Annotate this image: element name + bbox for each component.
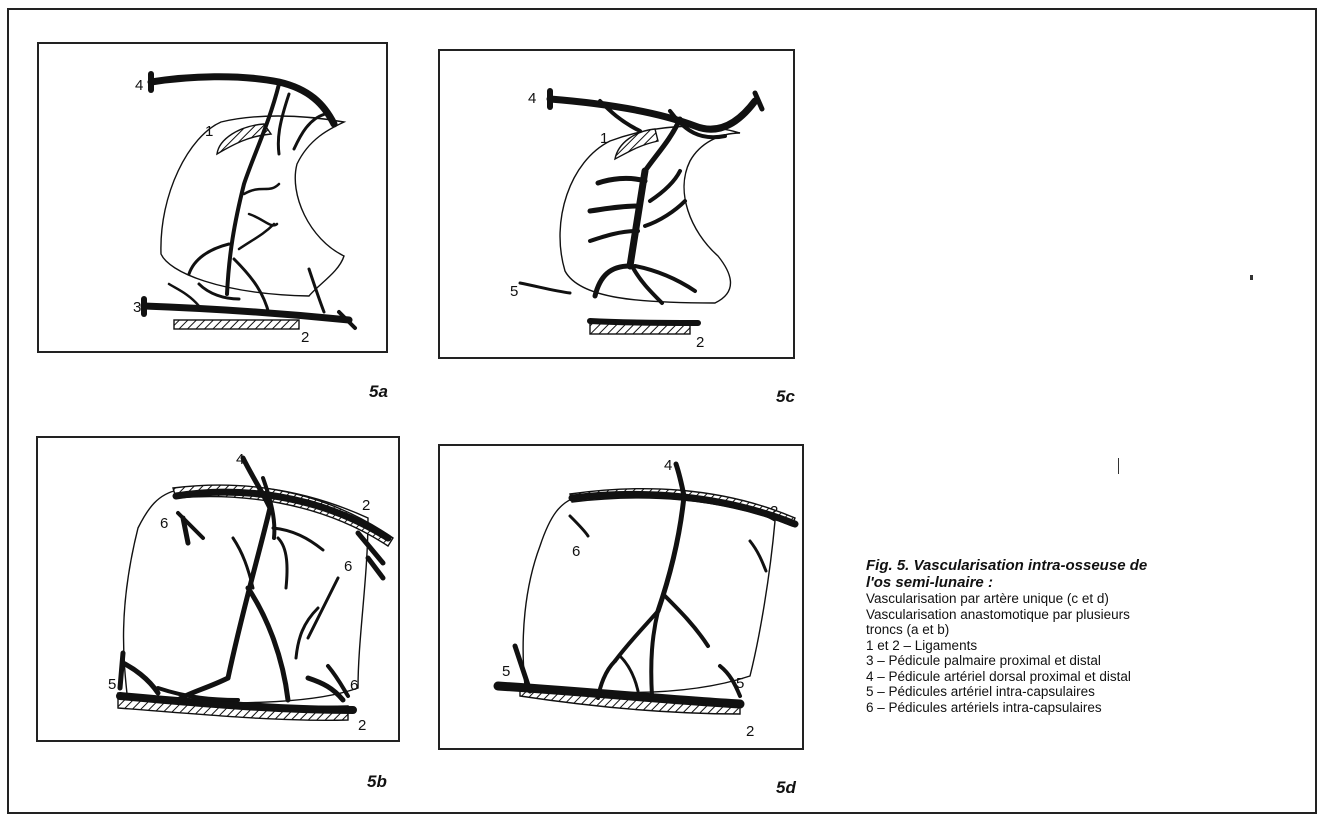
caption-line: 6 – Pédicules artériels intra-capsulaire… [866, 700, 1306, 716]
caption-line: 1 et 2 – Ligaments [866, 638, 1306, 654]
number-label: 2 [696, 334, 704, 351]
scan-speck [1118, 458, 1119, 474]
panel-label-5c: 5c [776, 387, 795, 407]
panel-label-5b: 5b [367, 772, 387, 792]
caption-line: 4 – Pédicule artériel dorsal proximal et… [866, 669, 1306, 685]
number-label: 5 [510, 283, 518, 300]
number-label: 2 [358, 717, 366, 734]
number-label: 4 [135, 77, 143, 94]
number-label: 1 [205, 123, 213, 140]
number-label: 2 [770, 503, 778, 520]
number-label: 5 [736, 675, 744, 692]
number-label: 5 [108, 676, 116, 693]
figure-caption: Fig. 5. Vascularisation intra-osseuse de… [866, 557, 1306, 715]
number-label: 6 [160, 515, 168, 532]
panel-5c: 4 1 5 2 [438, 49, 795, 359]
caption-line: 5 – Pédicules artériel intra-capsulaires [866, 684, 1306, 700]
number-label: 2 [301, 329, 309, 346]
panel-label-5d: 5d [776, 778, 796, 798]
panel-5d: 4 2 6 5 5 2 [438, 444, 804, 750]
number-label: 6 [572, 543, 580, 560]
number-label: 4 [236, 451, 244, 468]
number-label: 4 [528, 90, 536, 107]
number-label: 4 [664, 457, 672, 474]
number-label: 1 [600, 130, 608, 147]
panel-label-5a: 5a [369, 382, 388, 402]
number-label: 5 [502, 663, 510, 680]
caption-title-line-2: l'os semi-lunaire : [866, 574, 1306, 591]
number-label: 6 [350, 677, 358, 694]
panel-5a: 4 1 3 2 [37, 42, 388, 353]
number-label: 3 [133, 299, 141, 316]
caption-title-line-1: Fig. 5. Vascularisation intra-osseuse de [866, 557, 1306, 574]
number-label: 2 [362, 497, 370, 514]
caption-line: 3 – Pédicule palmaire proximal et distal [866, 653, 1306, 669]
scan-speck [1250, 275, 1253, 280]
caption-line: Vascularisation par artère unique (c et … [866, 591, 1306, 607]
caption-line: Vascularisation anastomotique par plusie… [866, 607, 1306, 623]
panel-5b: 4 2 6 6 5 6 2 [36, 436, 400, 742]
number-label: 6 [344, 558, 352, 575]
number-label: 2 [746, 723, 754, 740]
caption-line: troncs (a et b) [866, 622, 1306, 638]
